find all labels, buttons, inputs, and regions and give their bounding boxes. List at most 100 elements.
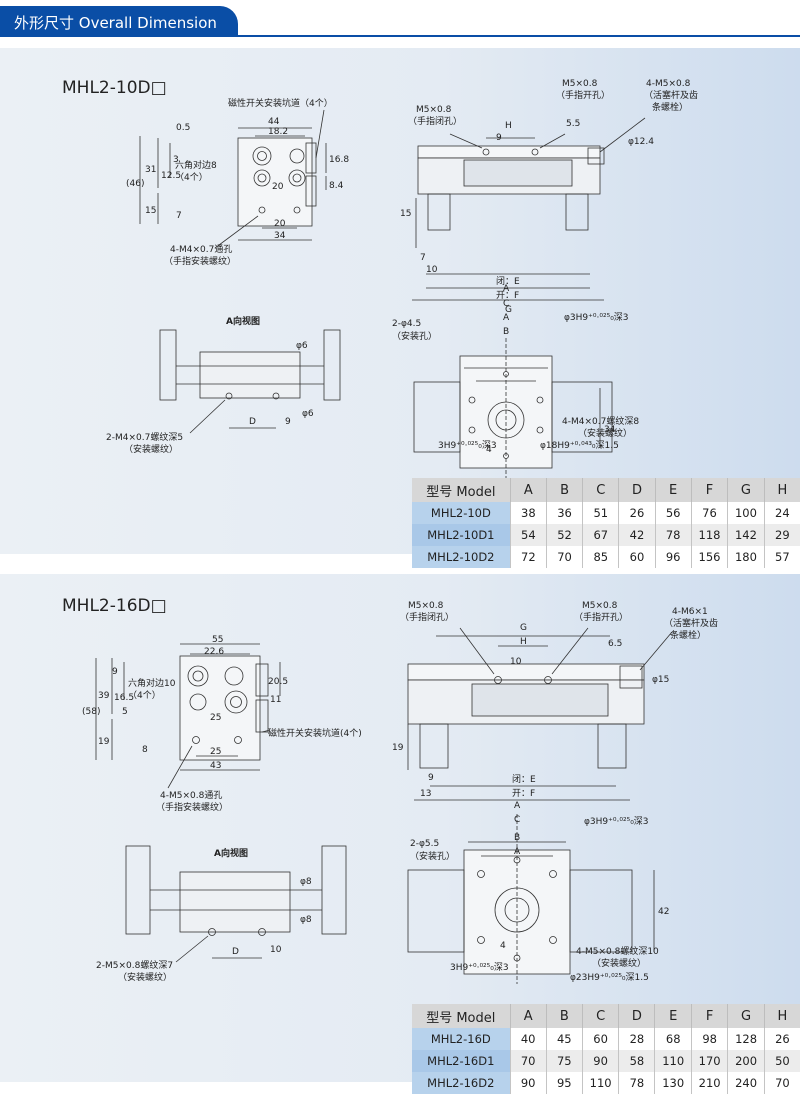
value-cell: 40 bbox=[509, 1028, 547, 1050]
dim-text: 13 bbox=[420, 789, 431, 799]
mount-thread bbox=[258, 928, 266, 936]
dim-text: 10 bbox=[510, 657, 522, 667]
dim-text: 4 bbox=[500, 941, 506, 951]
dim-text: 9 bbox=[285, 417, 291, 427]
thread-label: 2-M5×0.8螺纹深7 bbox=[96, 959, 173, 971]
m-close-label: M5×0.8 bbox=[408, 601, 444, 611]
value-cell: 156 bbox=[690, 546, 728, 568]
hex-port bbox=[288, 169, 306, 187]
dim-text: H bbox=[505, 121, 512, 131]
value-cell: 58 bbox=[618, 1050, 655, 1072]
table-row: MHL2-10D 38 36 51 26 56 76 100 24 bbox=[412, 502, 800, 524]
dim-text: G bbox=[505, 305, 512, 315]
m-open-label: M5×0.8 bbox=[562, 79, 598, 89]
value-cell: 52 bbox=[545, 524, 583, 546]
dim-text: 42 bbox=[658, 907, 669, 917]
table-header-cell: H bbox=[763, 1004, 800, 1028]
section-mhl2-16d: MHL2-16D□ 磁性开关安装坑道(4个) 5 bbox=[0, 574, 800, 1094]
table-header-row: 型号 Model A B C D E F G H bbox=[412, 478, 800, 502]
thread-label: 4-M4×0.7螺纹深8 bbox=[562, 415, 639, 427]
dim-text: 7 bbox=[420, 253, 426, 263]
dim-text: 16.8 bbox=[329, 155, 349, 165]
open-hole bbox=[544, 676, 552, 684]
leader-line bbox=[551, 627, 589, 675]
a-view bbox=[125, 845, 347, 963]
mount-hole bbox=[468, 396, 476, 404]
dim-text: 16.5 bbox=[114, 693, 134, 703]
thread-sub: （安装螺纹） bbox=[118, 971, 172, 983]
value-cell: 118 bbox=[690, 524, 728, 546]
hex-port bbox=[257, 151, 267, 161]
piston-sub: 条螺栓） bbox=[670, 629, 706, 641]
hole-sub: （手指安装螺纹） bbox=[164, 255, 236, 267]
value-cell: 26 bbox=[618, 502, 656, 524]
spec-table: 型号 Model A B C D E F G H MHL2-16D 40 45 … bbox=[412, 1004, 800, 1094]
piston-label: 4-M6×1 bbox=[672, 607, 708, 617]
piston-sub: 条螺栓） bbox=[652, 101, 688, 113]
value-cell: 29 bbox=[763, 524, 800, 546]
value-cell: 50 bbox=[763, 1050, 800, 1072]
model-cell: MHL2-10D1 bbox=[412, 524, 511, 546]
mount-hole-sub: （安装孔） bbox=[410, 850, 455, 862]
value-cell: 38 bbox=[509, 502, 547, 524]
value-cell: 90 bbox=[581, 1050, 619, 1072]
value-cell: 95 bbox=[545, 1072, 583, 1094]
sensor-slot bbox=[255, 663, 269, 697]
piston-label: 4-M5×0.8 bbox=[646, 79, 691, 89]
spec-table: 型号 Model A B C D E F G H MHL2-10D 38 36 … bbox=[412, 478, 800, 568]
value-cell: 85 bbox=[582, 546, 619, 568]
top-view bbox=[139, 109, 327, 249]
a-view bbox=[159, 329, 341, 434]
value-cell: 45 bbox=[545, 1028, 583, 1050]
model-cell: MHL2-16D2 bbox=[412, 1072, 511, 1094]
hex-port bbox=[253, 169, 271, 187]
dim-text: 20 bbox=[272, 182, 284, 192]
flange-left bbox=[159, 329, 177, 401]
value-cell: 56 bbox=[654, 502, 692, 524]
mount-hole bbox=[477, 870, 485, 878]
dim-text: 10 bbox=[426, 265, 438, 275]
leader-line bbox=[599, 117, 646, 153]
dim-text: φ12.4 bbox=[628, 137, 654, 147]
hex-port bbox=[257, 173, 267, 183]
thread-sub: （安装螺纹） bbox=[124, 443, 178, 455]
a-view-body bbox=[179, 871, 291, 933]
m-close-sub: （手指闭孔） bbox=[408, 115, 462, 127]
leader-line bbox=[449, 133, 483, 149]
value-cell: 110 bbox=[654, 1050, 692, 1072]
dim-text: 19 bbox=[98, 737, 110, 747]
dim-text: 5.5 bbox=[566, 119, 580, 129]
mount-thread bbox=[225, 392, 233, 400]
mount-hole bbox=[549, 936, 557, 944]
model-cell: MHL2-10D2 bbox=[412, 546, 511, 568]
dim-text: 25 bbox=[210, 747, 221, 757]
dim-text: φ8 bbox=[300, 877, 312, 887]
table-header-cell: G bbox=[727, 1004, 765, 1028]
value-cell: 42 bbox=[618, 524, 656, 546]
finger-hole bbox=[258, 206, 266, 214]
dim-text: C bbox=[503, 299, 509, 309]
finger-hole bbox=[192, 736, 200, 744]
value-cell: 180 bbox=[727, 546, 765, 568]
value-cell: 70 bbox=[763, 1072, 800, 1094]
hex-count: （4个） bbox=[128, 690, 161, 701]
header-tab bbox=[0, 6, 238, 36]
finger-left bbox=[419, 723, 449, 769]
table-header-cell: D bbox=[618, 478, 656, 502]
model-cell: MHL2-16D bbox=[412, 1028, 511, 1050]
table-row: MHL2-10D2 72 70 85 60 96 156 180 57 bbox=[412, 546, 800, 568]
leader-line bbox=[189, 399, 226, 434]
hex-port bbox=[187, 665, 209, 687]
rail bbox=[463, 159, 573, 187]
finger-left bbox=[427, 193, 451, 231]
table-header-cell: F bbox=[690, 1004, 728, 1028]
value-cell: 26 bbox=[763, 1028, 800, 1050]
table-row: MHL2-16D2 90 95 110 78 130 210 240 70 bbox=[412, 1072, 800, 1094]
leader-line bbox=[167, 745, 193, 789]
end-cap-left bbox=[407, 869, 465, 953]
dimension-drawings: 磁性开关安装坑道(4个) 55 22.6 9 39 (58) 16.5 5 19… bbox=[82, 601, 718, 984]
open-hole bbox=[531, 148, 539, 156]
dim-text: G bbox=[520, 623, 527, 633]
table-header-cell: 型号 Model bbox=[412, 478, 511, 502]
dim-text: 开：F bbox=[512, 788, 535, 799]
